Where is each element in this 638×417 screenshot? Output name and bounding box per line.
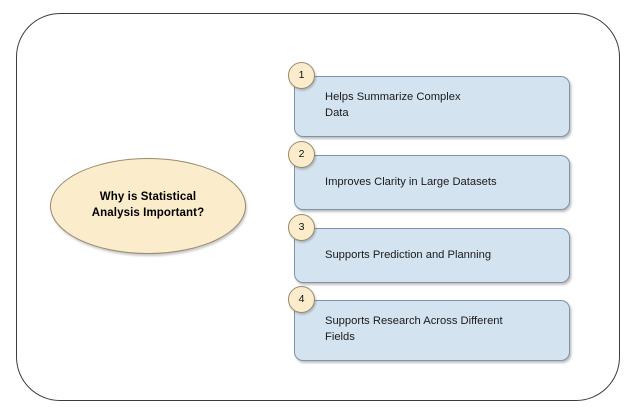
diagram-outer-frame xyxy=(16,13,620,401)
item-number-4: 4 xyxy=(298,293,305,306)
center-node-ellipse[interactable]: Why is Statistical Analysis Important? xyxy=(50,158,246,254)
item-box-4[interactable] xyxy=(294,300,570,361)
item-label-3: Supports Prediction and Planning xyxy=(325,249,492,261)
item-box-3[interactable] xyxy=(294,228,570,283)
item-badge-1: 1 xyxy=(288,62,315,89)
item-label-2: Improves Clarity in Large Datasets xyxy=(325,176,497,188)
item-label-1: Helps Summarize Complex Data xyxy=(325,91,461,119)
item-badge-2: 2 xyxy=(288,141,315,168)
item-label-4: Supports Research Across Different Field… xyxy=(325,315,503,343)
item-number-1: 1 xyxy=(298,69,305,82)
center-node-label: Why is Statistical Analysis Important? xyxy=(91,191,205,219)
item-number-2: 2 xyxy=(298,148,305,161)
item-badge-3: 3 xyxy=(288,214,315,241)
item-number-3: 3 xyxy=(298,221,305,234)
item-box-2[interactable] xyxy=(294,155,570,210)
item-badge-4: 4 xyxy=(288,286,315,313)
item-box-1[interactable] xyxy=(294,76,570,137)
